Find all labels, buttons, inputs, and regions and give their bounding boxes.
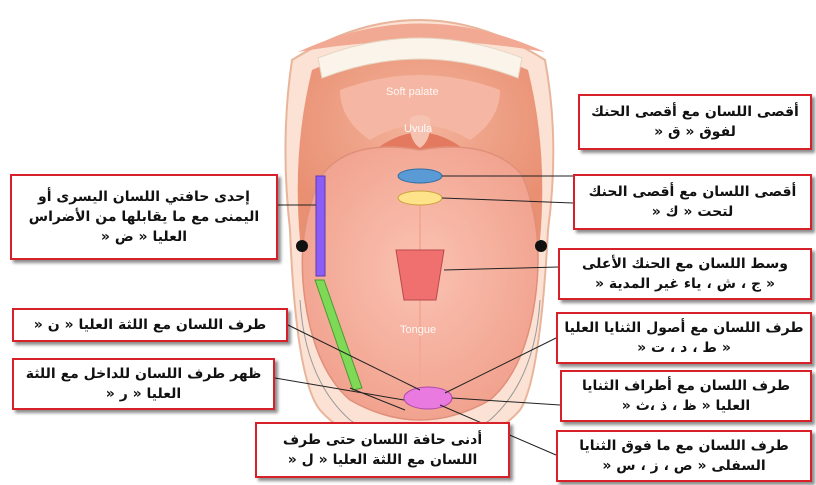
soft-palate-label: Soft palate <box>386 86 439 98</box>
label-fawq-thanaya: طرف اللسان مع ما فوق الثنايا السفلى « ص … <box>556 430 812 482</box>
qaf-marker <box>398 169 442 183</box>
label-nun: طرف اللسان مع اللثة العليا « ن « <box>12 308 288 342</box>
edge-bar-purple <box>316 176 325 276</box>
label-usul-thanaya: طرف اللسان مع أصول الثنايا العليا « ط ، … <box>556 312 812 364</box>
label-kaf: أقصى اللسان مع أقصى الحنك لتحت « ك « <box>573 174 812 230</box>
tongue-label: Tongue <box>400 324 436 336</box>
label-atraf-thanaya: طرف اللسان مع أطراف الثنايا العليا « ظ ،… <box>560 370 812 422</box>
kaf-marker <box>398 191 442 205</box>
left-molar-dot <box>296 240 308 252</box>
label-lam: أدنى حافة اللسان حتى طرف اللسان مع اللثة… <box>255 422 510 478</box>
tip-marker <box>404 387 452 409</box>
uvula-label: Uvula <box>404 123 432 135</box>
middle-tongue-marker <box>396 250 444 300</box>
label-ra: ظهر طرف اللسان للداخل مع اللثة العليا « … <box>12 358 275 410</box>
label-qaf: أقصى اللسان مع أقصى الحنك لفوق « ق « <box>578 94 812 150</box>
right-molar-dot <box>535 240 547 252</box>
label-hafat: إحدى حافتي اللسان اليسرى أو اليمنى مع ما… <box>10 174 278 260</box>
label-wasat: وسط اللسان مع الحنك الأعلى « ج ، ش ، ياء… <box>558 248 812 300</box>
